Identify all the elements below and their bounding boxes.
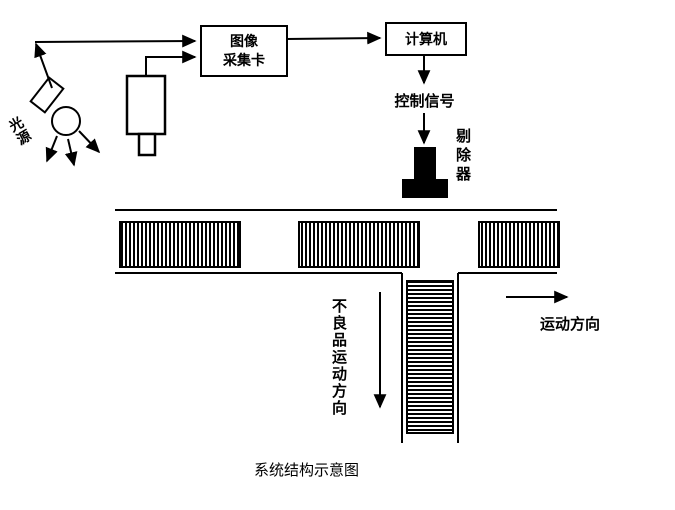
control-signal-label: 控制信号 <box>394 93 455 110</box>
conveyor-belt-lines <box>115 209 557 443</box>
product-blocks <box>119 221 560 268</box>
camera-icon <box>125 74 167 157</box>
capture-card-label-line2: 采集卡 <box>223 52 265 68</box>
ejector-icon <box>402 147 448 198</box>
motion-direction-label: 运动方向 <box>540 316 601 333</box>
diagram-caption: 系统结构示意图 <box>254 462 360 479</box>
defective-direction-label: 不良品运动方向 <box>330 298 347 417</box>
reject-channel-block <box>406 280 454 434</box>
rejector-label: 剔除器 <box>454 128 471 185</box>
capture-card-label-line1: 图像 <box>230 33 258 50</box>
capture-card-box: 图像 采集卡 <box>200 25 288 77</box>
direction-arrows <box>373 290 569 409</box>
light-source-icon <box>29 76 101 167</box>
computer-label: 计算机 <box>405 30 447 47</box>
connector-arrows <box>34 31 431 145</box>
computer-box: 计算机 <box>385 22 467 56</box>
